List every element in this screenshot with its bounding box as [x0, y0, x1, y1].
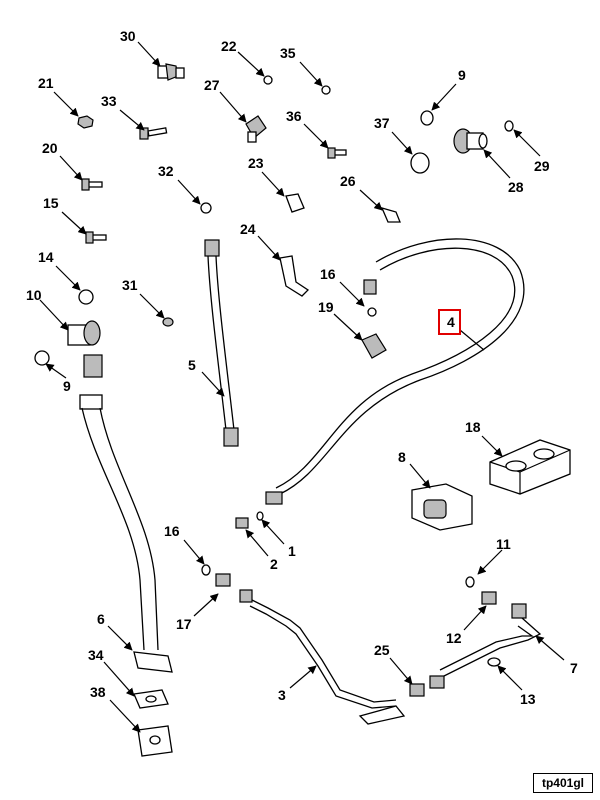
- part-28-adapter: [453, 128, 488, 154]
- callout-33: 33: [101, 93, 117, 109]
- part-25-fitting: [409, 675, 445, 697]
- part-17-fitting: [215, 573, 231, 587]
- part-4-hose: [265, 238, 525, 505]
- part-10-adapter: [67, 320, 101, 346]
- part-26-clamp: [380, 206, 401, 223]
- callout-15: 15: [43, 195, 59, 211]
- callout-17: 17: [176, 616, 192, 632]
- part-36-bolt: [327, 147, 347, 159]
- callout-14: 14: [38, 249, 54, 265]
- callout-30: 30: [120, 28, 136, 44]
- callout-8: 8: [398, 449, 406, 465]
- callout-9-lower: 9: [63, 378, 71, 394]
- part-38-block: [137, 725, 173, 757]
- callout-26: 26: [340, 173, 356, 189]
- callout-22: 22: [221, 38, 237, 54]
- part-7-tube: [439, 603, 542, 677]
- callout-11: 11: [496, 536, 511, 552]
- callout-16: 16: [320, 266, 336, 282]
- part-24-bracket: [279, 255, 310, 297]
- callout-36: 36: [286, 108, 302, 124]
- callout-25: 25: [374, 642, 390, 658]
- callout-21: 21: [38, 75, 54, 91]
- callout-12: 12: [446, 630, 462, 646]
- part-5-hose: [204, 239, 239, 447]
- callout-29: 29: [534, 158, 550, 174]
- part-9-oring: [420, 110, 434, 126]
- part-34-gasket: [133, 689, 169, 709]
- callout-24: 24: [240, 221, 256, 237]
- part-2-fitting: [235, 517, 249, 529]
- part-31-nut: [162, 317, 174, 327]
- callout-7: 7: [570, 660, 578, 676]
- part-3-tube: [239, 589, 406, 725]
- part-21-nut: [77, 115, 94, 129]
- part-32-oring: [200, 202, 212, 214]
- callout-3: 3: [278, 687, 286, 703]
- callout-38: 38: [90, 684, 106, 700]
- part-11-oring: [465, 576, 475, 588]
- part-1-fitting: [256, 511, 264, 521]
- part-23-clamp: [285, 193, 305, 213]
- part-14-oring: [78, 289, 94, 305]
- part-16-fitting: [363, 279, 377, 295]
- part-37-oring: [410, 152, 430, 174]
- callout-32: 32: [158, 163, 174, 179]
- callout-13: 13: [520, 691, 536, 707]
- part-18-block: [489, 439, 571, 495]
- part-13-bracket: [487, 657, 501, 667]
- part-27-elbow: [245, 115, 267, 143]
- part-6-tube: [79, 354, 173, 673]
- callout-27: 27: [204, 77, 220, 93]
- callout-34: 34: [88, 647, 104, 663]
- leader-lines: [39, 41, 565, 733]
- part-20-bolt: [81, 178, 103, 191]
- callout-19: 19: [318, 299, 334, 315]
- part-29-oring: [504, 120, 514, 132]
- callout-4: 4: [447, 314, 455, 330]
- part-22-washer: [263, 75, 273, 85]
- part-19-elbow: [361, 307, 387, 359]
- callout-6: 6: [97, 611, 105, 627]
- callout-31: 31: [122, 277, 138, 293]
- callout-18: 18: [465, 419, 481, 435]
- callout-labels: 30 22 35 21 33 27 9 36 37 29 20 32 23 28…: [26, 28, 578, 707]
- callout-10: 10: [26, 287, 42, 303]
- callout-28: 28: [508, 179, 524, 195]
- drawing-id-label: tp401gl: [533, 773, 593, 793]
- callout-35: 35: [280, 45, 296, 61]
- part-12-fitting: [481, 591, 497, 605]
- callout-23: 23: [248, 155, 264, 171]
- part-8-flange: [411, 483, 473, 531]
- part-16-oring-lower: [201, 564, 211, 576]
- callout-1: 1: [288, 543, 296, 559]
- callout-2: 2: [270, 556, 278, 572]
- callout-highlight-box: [438, 309, 461, 335]
- callout-9: 9: [458, 67, 466, 83]
- callout-37: 37: [374, 115, 390, 131]
- callout-5: 5: [188, 357, 196, 373]
- part-15-bolt: [85, 231, 107, 244]
- part-30-fitting: [157, 63, 185, 81]
- callout-16-lower: 16: [164, 523, 180, 539]
- part-9-oring-lower: [34, 350, 50, 366]
- callout-20: 20: [42, 140, 58, 156]
- part-35-washer: [321, 85, 331, 95]
